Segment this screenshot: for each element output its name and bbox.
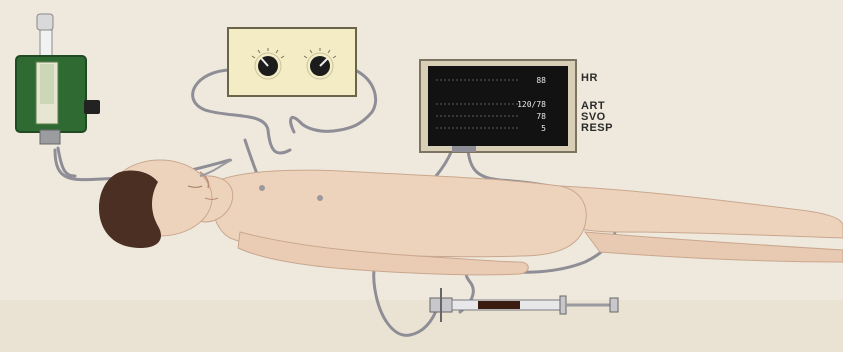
label-hr: HR — [581, 72, 598, 84]
flowmeter-cap — [37, 14, 53, 30]
readout-hr: 88 — [536, 76, 546, 85]
dial-box — [228, 28, 356, 96]
syringe-thumb-rest — [610, 298, 618, 312]
electrode-2 — [317, 195, 323, 201]
label-resp: RESP — [581, 122, 613, 134]
readout-resp: 5 — [541, 124, 546, 133]
readout-art: 120/78 — [517, 100, 546, 109]
syringe-flange — [560, 296, 566, 314]
flowmeter-outlet — [40, 130, 60, 144]
flowmeter-knob — [84, 100, 100, 114]
electrode-1 — [259, 185, 265, 191]
syringe-plunger — [478, 301, 520, 309]
monitor-readouts: 88 120/78 78 5 — [428, 66, 568, 146]
floor-shade — [0, 300, 843, 352]
flowmeter-fluid — [40, 64, 54, 104]
readout-svo2: 78 — [536, 112, 546, 121]
monitor-connector — [452, 146, 476, 152]
dial-box-icon — [228, 28, 356, 96]
